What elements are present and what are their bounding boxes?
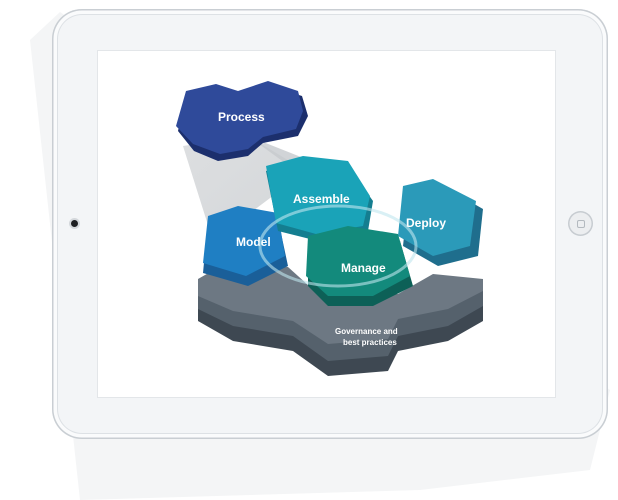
hex-deploy-label: Deploy bbox=[406, 216, 446, 230]
camera-icon bbox=[71, 220, 78, 227]
home-button-icon[interactable] bbox=[568, 211, 593, 236]
tablet-screen: Governance and best practices Deploy Mod… bbox=[98, 51, 555, 397]
process-diagram: Governance and best practices Deploy Mod… bbox=[176, 81, 483, 376]
process-cluster: Process bbox=[176, 81, 308, 161]
hex-manage-label: Manage bbox=[341, 261, 386, 275]
base-label-line1: Governance and bbox=[335, 327, 398, 336]
hex-deploy: Deploy bbox=[398, 179, 483, 266]
hex-assemble-label: Assemble bbox=[293, 192, 350, 206]
cycle-ring bbox=[258, 204, 418, 288]
hex-manage: Manage bbox=[306, 226, 413, 306]
hex-model-label: Model bbox=[236, 235, 271, 249]
base-label-line2: best practices bbox=[343, 338, 397, 347]
process-label: Process bbox=[218, 110, 265, 124]
